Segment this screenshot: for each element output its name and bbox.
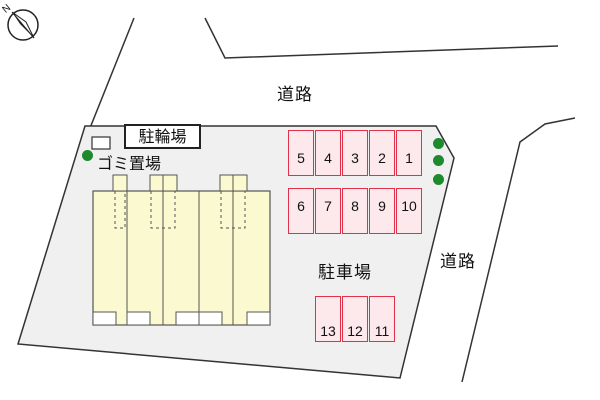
left-road-boundary xyxy=(85,17,135,139)
parking-space: 7 xyxy=(315,188,341,234)
right-road-label: 道路 xyxy=(440,252,476,272)
parking-space: 4 xyxy=(315,130,341,176)
tree-icon xyxy=(82,150,93,161)
parking-space: 11 xyxy=(369,296,395,342)
apartment-building xyxy=(92,174,271,326)
top-road-boundary xyxy=(204,17,559,59)
tree-icon xyxy=(433,138,444,149)
parking-space: 10 xyxy=(396,188,422,234)
tree-icon xyxy=(433,155,444,166)
parking-lot-label: 駐車場 xyxy=(318,263,372,283)
parking-space: 12 xyxy=(342,296,368,342)
tree-icon xyxy=(433,174,444,185)
right-road-boundary xyxy=(461,117,576,383)
parking-space: 9 xyxy=(369,188,395,234)
compass-north-letter: N xyxy=(0,2,13,15)
garbage-box xyxy=(91,136,111,150)
parking-space: 6 xyxy=(288,188,314,234)
parking-space: 3 xyxy=(342,130,368,176)
bicycle-parking-label: 駐輪場 xyxy=(124,124,201,149)
parking-space: 5 xyxy=(288,130,314,176)
parking-space: 2 xyxy=(369,130,395,176)
parking-space: 8 xyxy=(342,188,368,234)
garbage-area-label: ゴミ置場 xyxy=(97,154,162,173)
north-compass-icon: N xyxy=(0,2,39,41)
top-road-label: 道路 xyxy=(277,85,313,105)
parking-space: 1 xyxy=(396,130,422,176)
parking-space: 13 xyxy=(315,296,341,342)
